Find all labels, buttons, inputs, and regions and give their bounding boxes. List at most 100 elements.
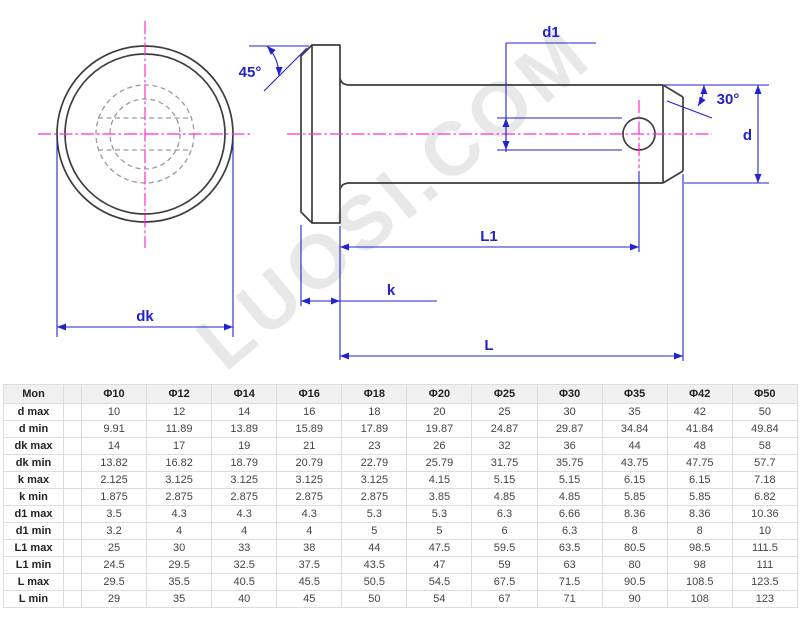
table-cell: 10 [80, 403, 148, 421]
table-cell: 58 [731, 437, 799, 455]
table-cell: 43.5 [341, 556, 408, 574]
gap-cell [63, 488, 82, 506]
chamfer-hidden-circle [109, 98, 181, 170]
head-thickness-label: k [387, 282, 396, 299]
table-cell: 5.85 [666, 488, 733, 506]
column-header: Φ18 [341, 384, 408, 404]
table-cell: 18 [341, 403, 408, 421]
table-cell: 19.87 [406, 420, 473, 438]
table-cell: 23 [341, 437, 408, 455]
table-cell: 19 [211, 437, 278, 455]
table-cell: 4.15 [406, 471, 473, 489]
table-cell: 35.75 [536, 454, 603, 472]
table-cell: 8 [666, 522, 733, 540]
gap-cell [63, 556, 82, 574]
table-cell: 5.3 [341, 505, 408, 523]
column-header: Φ35 [601, 384, 668, 404]
table-cell: 26 [406, 437, 473, 455]
table-cell: 6 [471, 522, 538, 540]
table-cell: 31.75 [471, 454, 538, 472]
table-cell: 123.5 [731, 573, 799, 591]
table-cell: 6.15 [601, 471, 668, 489]
table-cell: 5 [406, 522, 473, 540]
table-cell: 4.3 [211, 505, 278, 523]
tip-chamfer-bottom [662, 170, 684, 184]
table-cell: 63 [536, 556, 603, 574]
gap-cell [63, 573, 82, 591]
table-cell: 29 [80, 590, 148, 608]
table-cell: 90.5 [601, 573, 668, 591]
row-label: d1 min [3, 522, 64, 540]
table-cell: 59.5 [471, 539, 538, 557]
row-label: L min [3, 590, 64, 608]
table-cell: 123 [731, 590, 799, 608]
table-cell: 6.15 [666, 471, 733, 489]
table-cell: 4.85 [536, 488, 603, 506]
table-cell: 7.18 [731, 471, 799, 489]
dim-head-diameter: dk [57, 308, 233, 331]
row-label: L1 min [3, 556, 64, 574]
table-cell: 54 [406, 590, 473, 608]
table-cell: 11.89 [146, 420, 213, 438]
table-cell: 2.875 [341, 488, 408, 506]
hole-diameter-label: d1 [542, 24, 560, 41]
table-cell: 2.875 [146, 488, 213, 506]
row-label: d max [3, 403, 64, 421]
column-header: Φ16 [276, 384, 343, 404]
table-cell: 18.79 [211, 454, 278, 472]
dim-shank-diameter: d [663, 84, 769, 184]
table-cell: 67 [471, 590, 538, 608]
row-label: k min [3, 488, 64, 506]
table-cell: 111 [731, 556, 799, 574]
shank-top-edge [339, 77, 663, 86]
table-cell: 4.3 [146, 505, 213, 523]
table-cell: 16.82 [146, 454, 213, 472]
gap-cell [63, 539, 82, 557]
table-cell: 29.87 [536, 420, 603, 438]
table-cell: 108 [666, 590, 733, 608]
gap-cell [63, 522, 82, 540]
shank-diameter-label: d [743, 127, 752, 144]
gap-cell [63, 471, 82, 489]
dim-head-thickness: k [301, 282, 437, 305]
row-label: d1 max [3, 505, 64, 523]
table-cell: 3.125 [276, 471, 343, 489]
table-cell: 24.5 [80, 556, 148, 574]
table-cell: 50.5 [341, 573, 408, 591]
head-diameter-label: dk [136, 308, 154, 325]
table-cell: 13.82 [80, 454, 148, 472]
table-cell: 13.89 [211, 420, 278, 438]
table-cell: 14 [211, 403, 278, 421]
table-cell: 45.5 [276, 573, 343, 591]
table-cell: 3.2 [80, 522, 148, 540]
table-cell: 24.87 [471, 420, 538, 438]
table-cell: 4.85 [471, 488, 538, 506]
end-chamfer-angle-label: 30° [717, 91, 740, 108]
table-cell: 98 [666, 556, 733, 574]
dim-head-chamfer-angle: 45° [239, 45, 309, 92]
table-cell: 48 [666, 437, 733, 455]
column-header: Φ20 [406, 384, 473, 404]
dim-hole-position: L1 [340, 171, 640, 252]
table-cell: 37.5 [276, 556, 343, 574]
table-cell: 6.66 [536, 505, 603, 523]
column-header: Φ14 [211, 384, 278, 404]
table-cell: 40.5 [211, 573, 278, 591]
column-header: Φ25 [471, 384, 538, 404]
table-cell: 50 [731, 403, 799, 421]
gap-header [63, 384, 82, 404]
table-cell: 98.5 [666, 539, 733, 557]
table-cell: 8.36 [666, 505, 733, 523]
dim-end-chamfer-angle: 30° [666, 84, 740, 119]
table-cell: 3.125 [146, 471, 213, 489]
table-cell: 35 [601, 403, 668, 421]
table-cell: 50 [341, 590, 408, 608]
table-cell: 3.125 [341, 471, 408, 489]
